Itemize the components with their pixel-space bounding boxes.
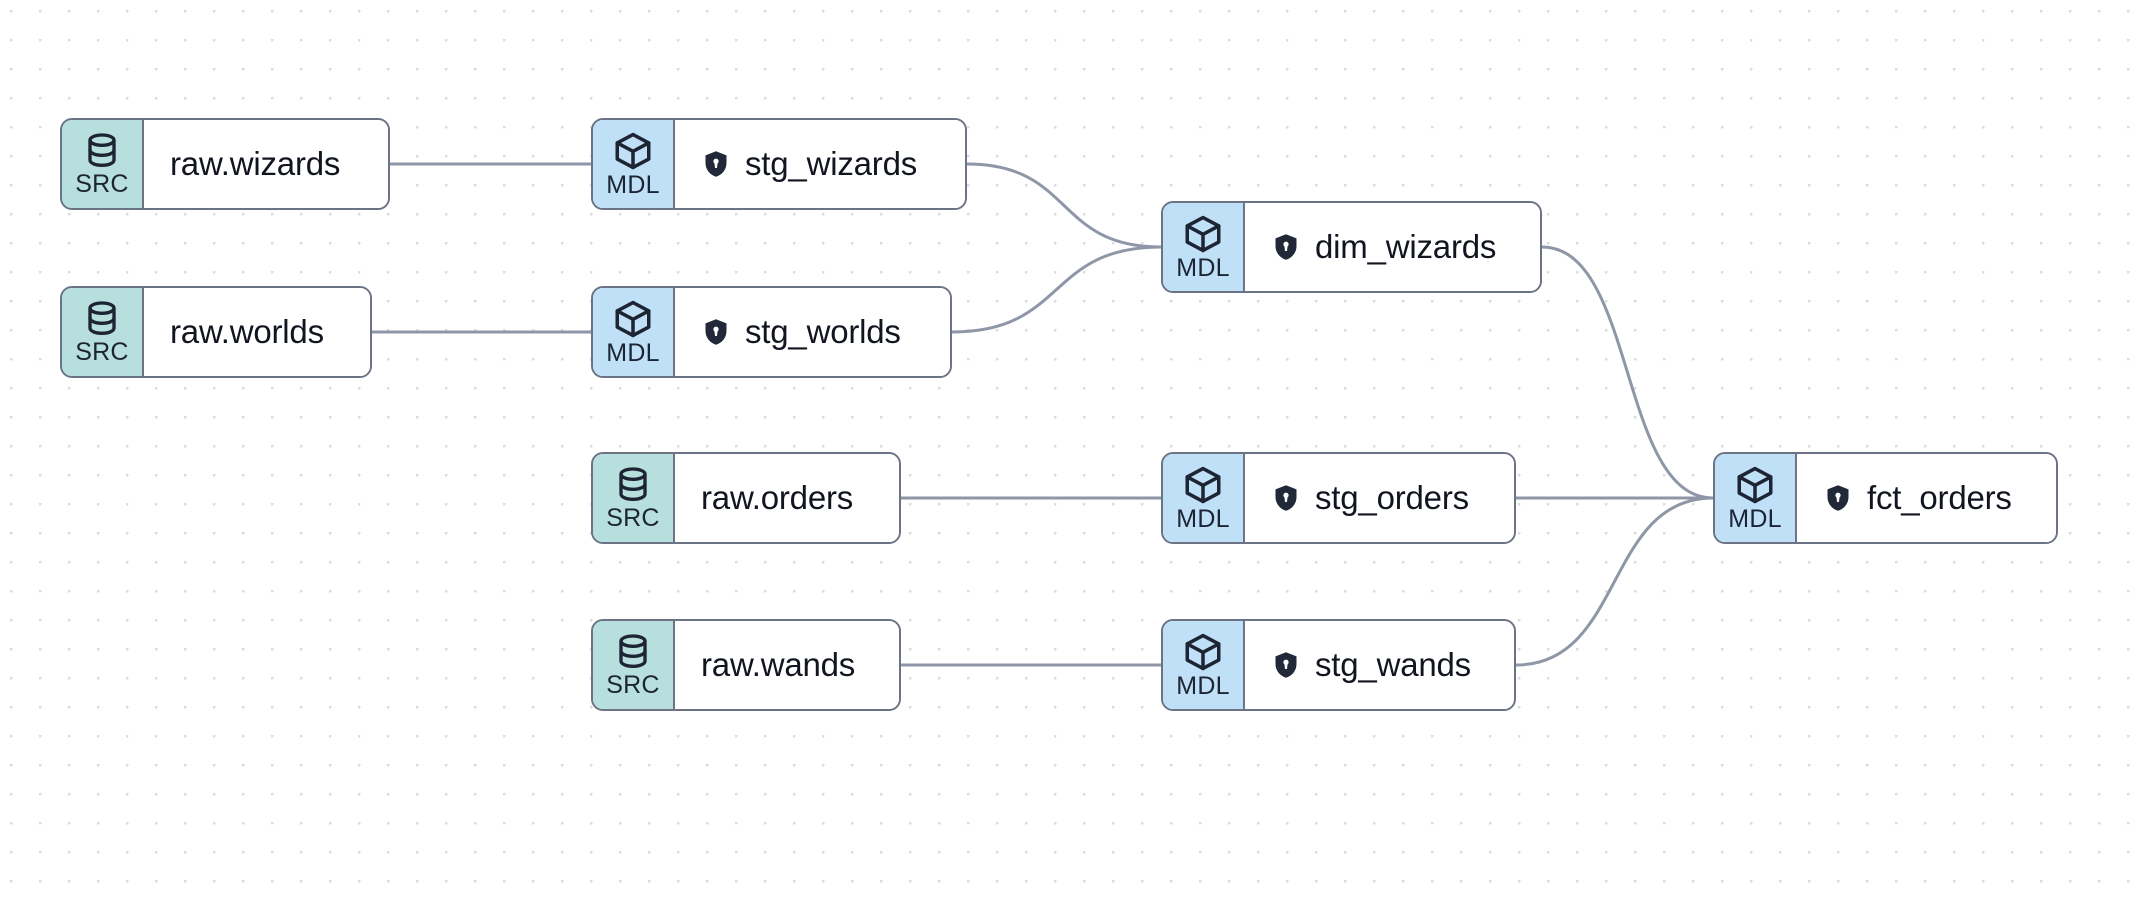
node-label: raw.wizards <box>170 145 341 182</box>
node-kind-label: MDL <box>1728 505 1782 533</box>
node-kind-badge: MDL <box>1163 621 1245 709</box>
node-label: raw.orders <box>701 479 854 516</box>
node-kind-badge: SRC <box>593 621 675 709</box>
node-kind-label: MDL <box>1176 672 1230 700</box>
node-stg_worlds[interactable]: MDL stg_worlds <box>591 286 952 378</box>
node-raw_orders[interactable]: SRC raw.orders <box>591 452 901 544</box>
node-dim_wizards[interactable]: MDL dim_wizards <box>1161 201 1542 293</box>
node-label: raw.wands <box>701 646 856 683</box>
node-raw_wizards[interactable]: SRC raw.wizards <box>60 118 390 210</box>
node-label: stg_wands <box>1315 646 1471 683</box>
node-body: raw.worlds <box>144 288 370 376</box>
node-stg_orders[interactable]: MDL stg_orders <box>1161 452 1516 544</box>
shield-lock-icon <box>1823 483 1853 513</box>
node-kind-badge: MDL <box>593 288 675 376</box>
lineage-edge-stg_wizards-to-dim_wizards <box>965 162 1163 249</box>
node-kind-label: SRC <box>606 504 660 532</box>
node-kind-badge: SRC <box>62 288 144 376</box>
cube-icon <box>612 298 654 340</box>
node-body: stg_worlds <box>675 288 950 376</box>
node-kind-label: MDL <box>1176 254 1230 282</box>
node-label: stg_orders <box>1315 479 1469 516</box>
node-body: fct_orders <box>1797 454 2056 542</box>
node-raw_worlds[interactable]: SRC raw.worlds <box>60 286 372 378</box>
node-kind-label: SRC <box>75 338 129 366</box>
node-body: stg_wizards <box>675 120 965 208</box>
node-label: dim_wizards <box>1315 228 1497 265</box>
node-label: fct_orders <box>1867 479 2012 516</box>
node-label: stg_worlds <box>745 313 901 350</box>
node-kind-badge: SRC <box>62 120 144 208</box>
node-kind-badge: MDL <box>1163 454 1245 542</box>
node-label: stg_wizards <box>745 145 918 182</box>
lineage-edge-stg_wands-to-fct_orders <box>1514 496 1715 667</box>
node-body: raw.wands <box>675 621 899 709</box>
node-body: raw.orders <box>675 454 899 542</box>
database-icon <box>82 299 122 339</box>
cube-icon <box>1182 464 1224 506</box>
node-kind-badge: SRC <box>593 454 675 542</box>
shield-lock-icon <box>701 317 731 347</box>
database-icon <box>613 632 653 672</box>
lineage-edge-stg_worlds-to-dim_wizards <box>950 245 1163 334</box>
node-fct_orders[interactable]: MDL fct_orders <box>1713 452 2058 544</box>
node-stg_wands[interactable]: MDL stg_wands <box>1161 619 1516 711</box>
node-kind-badge: MDL <box>1715 454 1797 542</box>
node-body: stg_wands <box>1245 621 1514 709</box>
cube-icon <box>1734 464 1776 506</box>
node-label: raw.worlds <box>170 313 324 350</box>
shield-lock-icon <box>1271 232 1301 262</box>
cube-icon <box>1182 631 1224 673</box>
node-kind-label: MDL <box>606 339 660 367</box>
cube-icon <box>1182 213 1224 255</box>
node-kind-label: MDL <box>1176 505 1230 533</box>
node-stg_wizards[interactable]: MDL stg_wizards <box>591 118 967 210</box>
node-kind-badge: MDL <box>1163 203 1245 291</box>
node-kind-badge: MDL <box>593 120 675 208</box>
shield-lock-icon <box>1271 650 1301 680</box>
node-body: stg_orders <box>1245 454 1514 542</box>
shield-lock-icon <box>701 149 731 179</box>
node-body: dim_wizards <box>1245 203 1540 291</box>
database-icon <box>613 465 653 505</box>
shield-lock-icon <box>1271 483 1301 513</box>
cube-icon <box>612 130 654 172</box>
lineage-edge-dim_wizards-to-fct_orders <box>1540 245 1715 500</box>
node-kind-label: SRC <box>75 170 129 198</box>
database-icon <box>82 131 122 171</box>
node-kind-label: MDL <box>606 171 660 199</box>
node-raw_wands[interactable]: SRC raw.wands <box>591 619 901 711</box>
node-body: raw.wizards <box>144 120 388 208</box>
node-kind-label: SRC <box>606 671 660 699</box>
